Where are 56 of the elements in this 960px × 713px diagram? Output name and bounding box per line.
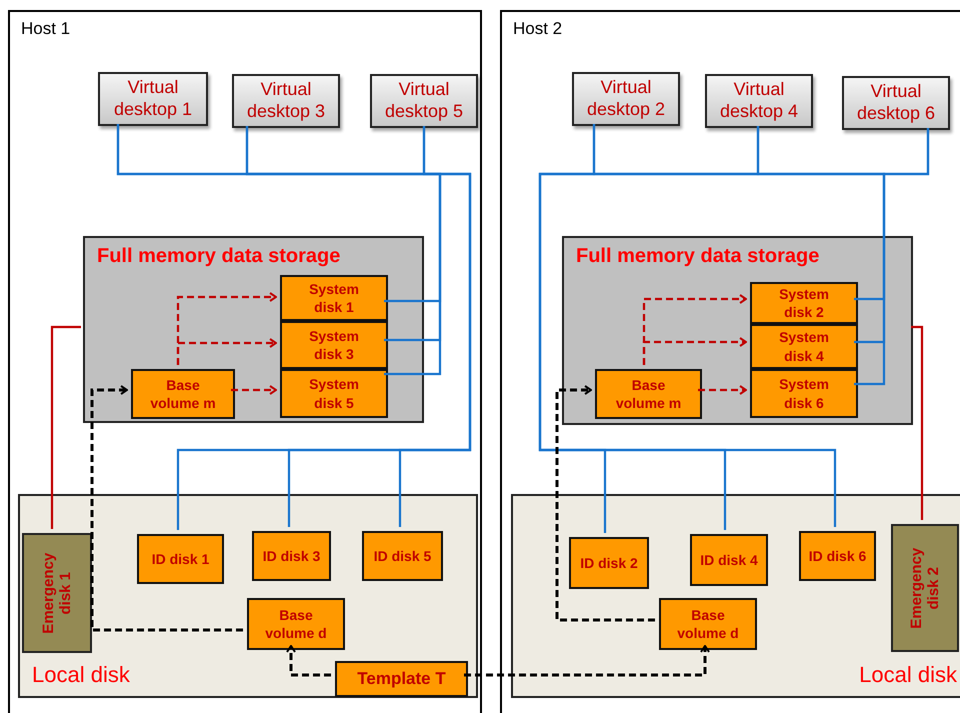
local-disk-panel: [18, 494, 478, 698]
node-label: Template T: [357, 669, 446, 689]
arrow: [286, 645, 331, 676]
storage-panel: [562, 236, 913, 425]
node-label: ID disk 2: [579, 554, 639, 572]
node-label: Base volume d: [264, 606, 328, 642]
arrow: [231, 385, 277, 395]
connector-line: [398, 126, 472, 527]
host-label: Host 2: [513, 19, 562, 39]
node-label: ID disk 4: [699, 550, 759, 570]
node-label: ID disk 5: [372, 546, 432, 566]
arrow: [90, 385, 243, 632]
node-label: System disk 5: [308, 375, 360, 412]
panel-title: Local disk: [859, 662, 957, 688]
node-label: Base volume d: [676, 606, 740, 642]
node-label: Base volume m: [149, 376, 217, 412]
node-label: Virtual desktop 5: [384, 79, 464, 123]
node-label: System disk 1: [308, 280, 360, 316]
connector-line: [50, 326, 81, 529]
host-label: Host 1: [21, 19, 70, 39]
node-label: System disk 3: [308, 326, 360, 364]
connector-line: [538, 128, 930, 527]
node-label: System disk 6: [778, 375, 830, 412]
arrow: [642, 337, 747, 365]
desktop-box: [572, 72, 680, 126]
node-label: Emergency disk 1: [40, 552, 74, 634]
node-label: Base volume m: [614, 376, 682, 412]
local-disk-panel: [511, 494, 960, 698]
desktop-box: [98, 72, 208, 126]
node-label: Virtual desktop 1: [112, 77, 194, 121]
panel-title: Full memory data storage: [576, 245, 820, 268]
node-label: Virtual desktop 3: [246, 79, 326, 123]
connector-line: [911, 326, 924, 520]
node-label: Emergency disk 2: [908, 548, 942, 628]
node-label: System disk 2: [778, 284, 830, 322]
panel-title: Local disk: [32, 662, 130, 688]
node-label: Virtual desktop 6: [856, 81, 936, 125]
panel-title: Full memory data storage: [97, 245, 340, 268]
node-label: Virtual desktop 2: [586, 77, 666, 121]
node-label: Virtual desktop 4: [718, 79, 800, 123]
storage-panel: [83, 236, 424, 423]
arrow: [176, 338, 277, 365]
arrow: [464, 645, 710, 676]
node-label: System disk 4: [778, 328, 830, 365]
arrow: [556, 385, 655, 622]
desktop-box: [705, 74, 813, 128]
arrow: [698, 385, 747, 395]
desktop-box: [232, 74, 340, 128]
node-label: ID disk 6: [808, 546, 868, 566]
node-label: ID disk 1: [150, 550, 210, 568]
host-panel: [500, 10, 960, 713]
desktop-box: [370, 74, 478, 128]
node-label: ID disk 3: [262, 546, 322, 566]
template-box: [335, 661, 468, 697]
host-panel: [8, 10, 482, 713]
desktop-box: [842, 76, 950, 130]
